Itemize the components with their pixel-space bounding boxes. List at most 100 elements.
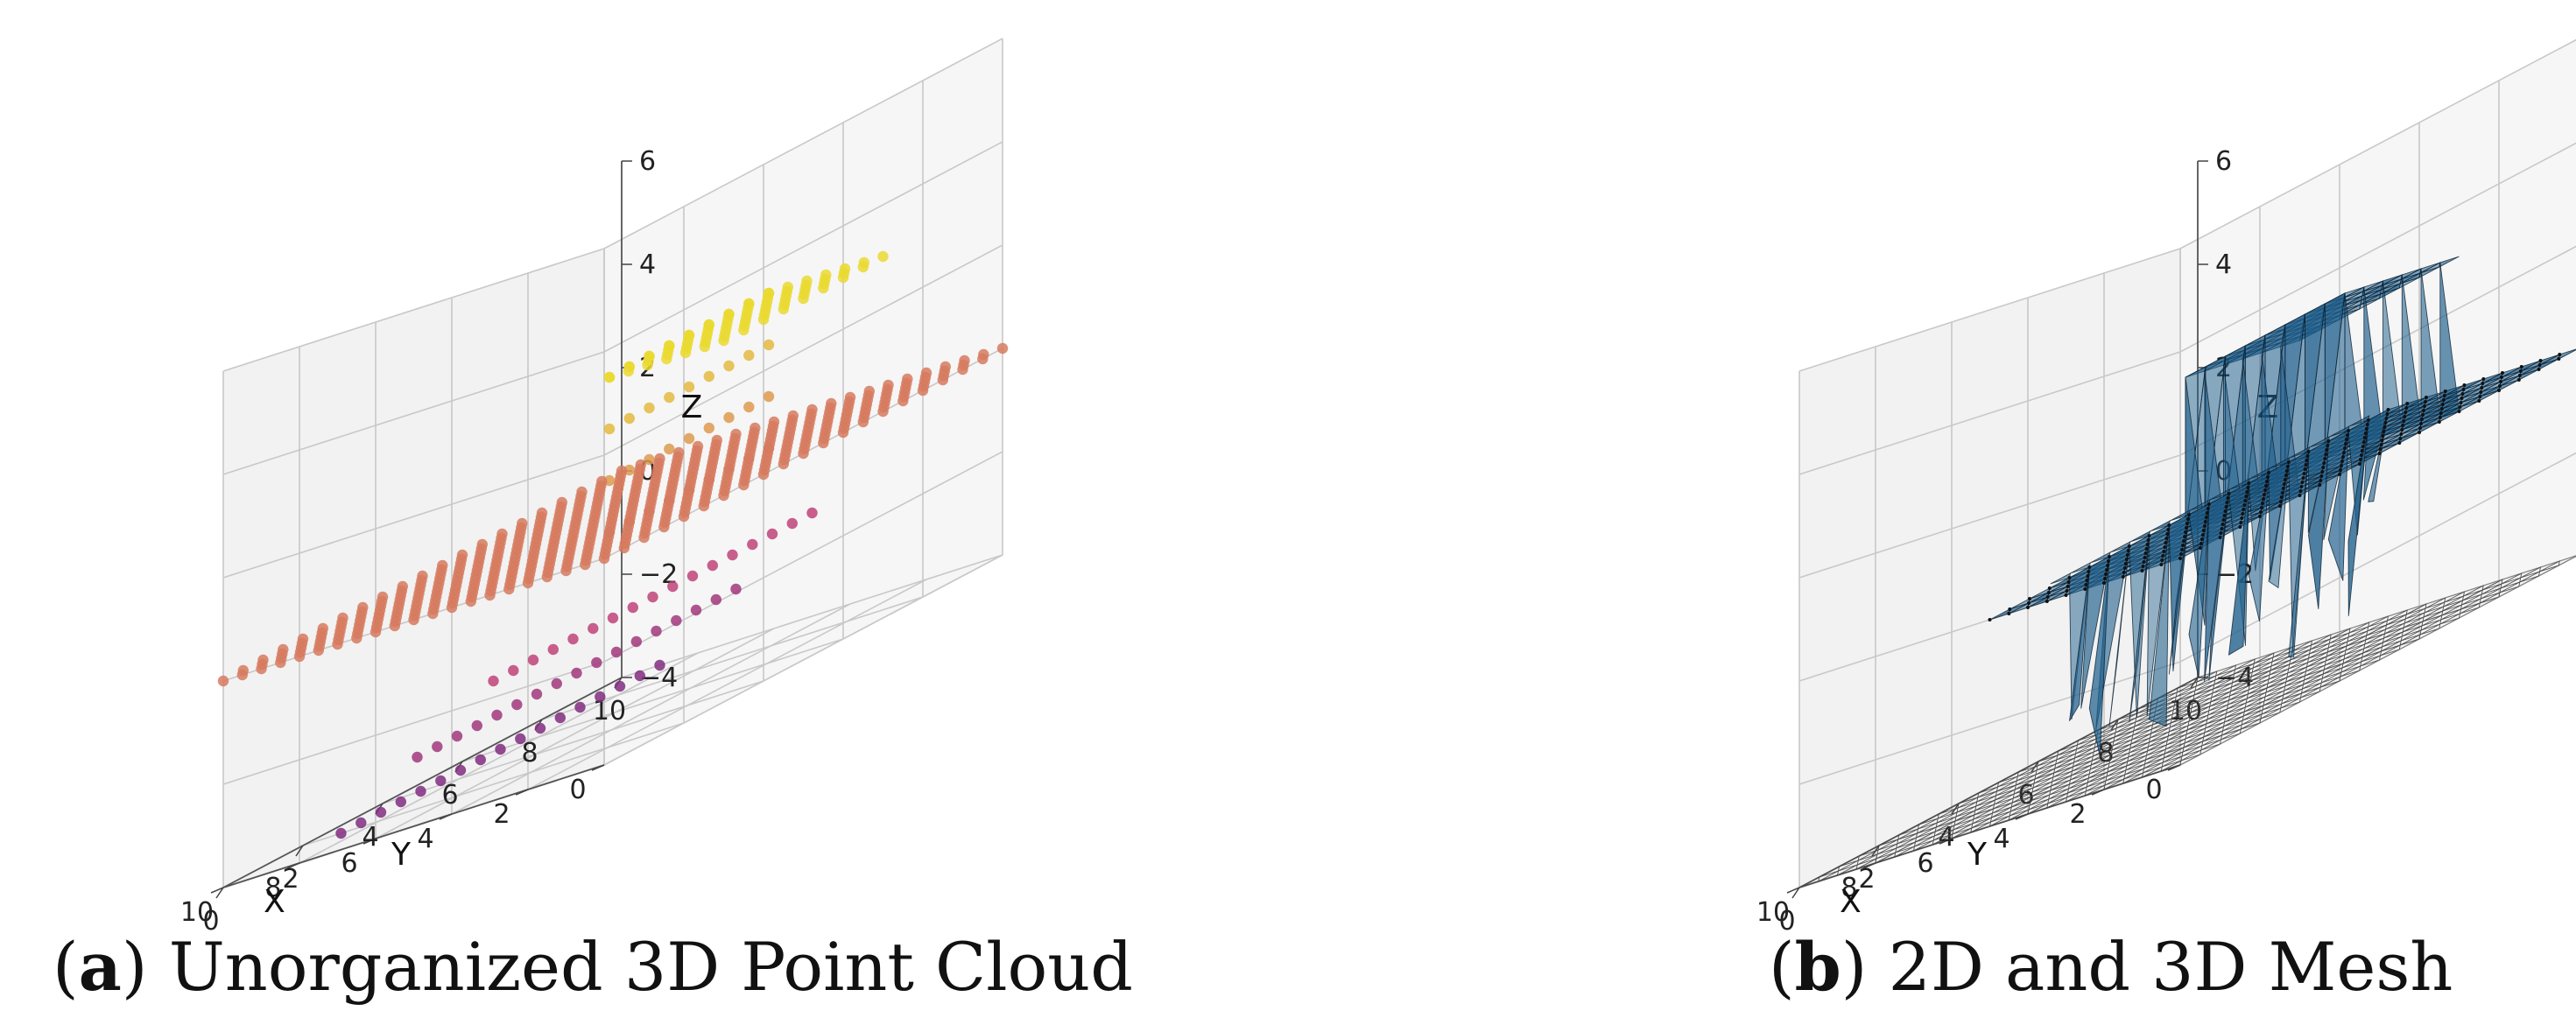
b-mesh-triangle <box>2129 530 2151 543</box>
b-mesh-triangle <box>2050 572 2072 585</box>
b-mesh-vertex <box>2338 473 2341 476</box>
a-data-point <box>335 827 347 839</box>
b-x-tick-label: 2 <box>2069 799 2086 830</box>
a-data-point <box>574 701 586 713</box>
b-mesh-vertex <box>2383 421 2388 425</box>
a-data-point <box>607 612 619 624</box>
b-mesh-vertex <box>2284 469 2289 473</box>
a-data-point <box>332 638 343 650</box>
b-mesh-vertex <box>2537 363 2542 367</box>
b-mesh-vertex <box>2266 475 2270 479</box>
a-data-point <box>488 675 499 687</box>
a-data-point <box>618 542 630 554</box>
b-mesh-vertex <box>2162 550 2166 553</box>
b-mesh-vertex <box>2243 499 2248 502</box>
b-x-axis-label: X <box>1840 884 1862 920</box>
b-grid-left-z <box>1798 248 2181 372</box>
b-mesh-vertex <box>2321 466 2326 469</box>
a-grid-floor-y <box>382 680 764 804</box>
b-mesh-vertex <box>2281 487 2285 490</box>
b-mesh-vertex <box>2142 560 2146 564</box>
b-mesh-vertex <box>2220 527 2224 530</box>
b-x-tick-label: 8 <box>1841 873 1857 903</box>
a-data-point <box>432 741 443 753</box>
b-mesh-vertex <box>2306 450 2311 453</box>
b-x-tick-label: 4 <box>1993 824 2009 854</box>
b-mesh-vertex <box>2478 395 2482 398</box>
a-data-point <box>710 593 721 606</box>
b-mesh-vertex <box>2323 457 2327 460</box>
a-data-point <box>484 589 496 601</box>
b-y-tick-mark <box>1791 887 1800 899</box>
b-mesh-vertex <box>2405 402 2410 405</box>
a-x-tick-label: 6 <box>341 848 357 879</box>
a-data-point <box>508 664 519 677</box>
b-mesh-triangle <box>2329 425 2350 438</box>
b-mesh-vertex <box>2083 587 2087 591</box>
b-mesh-vertex <box>2361 440 2366 444</box>
a-data-point <box>531 688 543 700</box>
b-mesh-vertex <box>2439 407 2444 411</box>
b-mesh-vertex <box>2284 474 2288 477</box>
a-grid-floor-y <box>621 554 1003 678</box>
b-grid-left-z <box>1798 661 2181 785</box>
b-z-tick-label: −2 <box>2215 559 2254 590</box>
caption-a-text: Unorganized 3D Point Cloud <box>147 928 1133 1006</box>
b-mesh-vertex <box>2065 589 2069 593</box>
b-mesh-vertex <box>2497 389 2501 392</box>
b-mesh-vertex <box>2397 441 2402 445</box>
b-mesh-vertex <box>2341 455 2345 459</box>
a-data-point <box>389 620 400 632</box>
b-mesh-vertex <box>2185 522 2189 525</box>
a-data-point <box>703 370 714 383</box>
a-grid-floor-x <box>299 652 699 864</box>
b-mesh-vertex <box>2537 368 2541 371</box>
a-data-point <box>522 577 534 589</box>
a-data-point <box>766 528 778 540</box>
a-grid-left-z <box>222 248 605 372</box>
a-data-point <box>778 303 789 315</box>
b-mesh-triangle <box>2288 451 2309 658</box>
b-mesh-vertex <box>2219 531 2223 535</box>
b-mesh-vertex <box>2242 503 2247 507</box>
b-mesh-vertex <box>2221 523 2225 526</box>
a-data-point <box>786 517 798 530</box>
b-mesh-vertex <box>2359 453 2363 457</box>
b-mesh-vertex <box>2345 438 2348 441</box>
b-mesh-vertex <box>2557 357 2561 361</box>
b-mesh-triangle <box>2309 436 2330 448</box>
b-mesh-vertex <box>2178 557 2182 560</box>
a-data-point <box>491 709 503 721</box>
b-mesh-vertex <box>2045 600 2049 603</box>
a-data-point <box>293 650 306 663</box>
b-mesh-vertex <box>2146 538 2150 542</box>
caption-a-letter: a <box>78 928 122 1006</box>
b-mesh-vertex <box>2045 595 2050 599</box>
a-data-point <box>857 416 869 428</box>
b-mesh-vertex <box>2087 565 2092 569</box>
b-mesh-vertex <box>2298 489 2303 493</box>
b-mesh-vertex <box>2379 443 2383 446</box>
b-mesh-vertex <box>2340 464 2343 467</box>
b-mesh-vertex <box>2319 474 2324 478</box>
b-grid-left-z <box>1798 351 2181 475</box>
b-mesh-vertex <box>2084 583 2088 586</box>
b-mesh-vertex <box>2285 465 2290 468</box>
b-base-mesh-triangle <box>2558 555 2576 566</box>
b-mesh-vertex <box>2362 436 2367 439</box>
a-data-point <box>313 644 324 656</box>
b-mesh-triangle <box>2348 415 2370 427</box>
b-mesh-vertex <box>2384 417 2389 420</box>
b-left-pane <box>1799 249 2180 888</box>
b-mesh-vertex <box>2279 495 2284 499</box>
a-data-point <box>664 443 675 455</box>
b-mesh-vertex <box>2460 392 2465 396</box>
a-x-tick-mark <box>362 838 377 845</box>
b-mesh-vertex <box>2301 476 2305 480</box>
a-x-tick-label: 10 <box>180 897 214 928</box>
b-mesh-vertex <box>2166 528 2171 531</box>
a-data-point <box>644 453 655 466</box>
b-mesh-vertex <box>1988 618 1992 621</box>
a-data-point <box>818 282 829 294</box>
b-mesh-triangle <box>2289 446 2311 459</box>
